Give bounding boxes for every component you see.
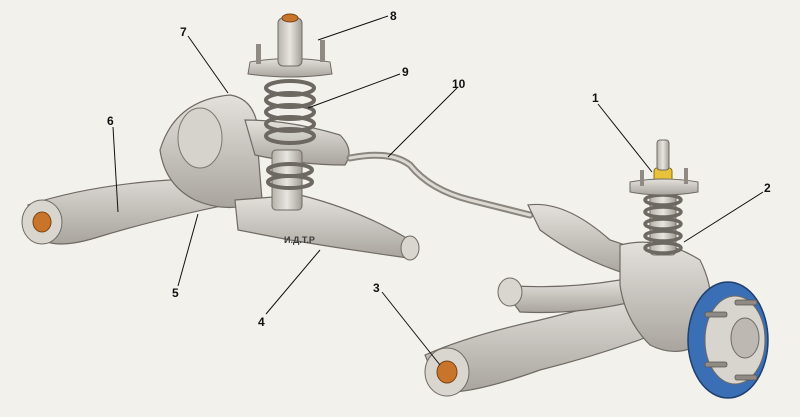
leader-lines (112, 15, 764, 366)
right-trailing-arm (424, 289, 692, 393)
right-top-mount (629, 178, 699, 196)
callout-4: 4 (258, 315, 265, 329)
callout-7: 7 (180, 25, 187, 39)
wheel-studs (704, 299, 758, 381)
left-coil-spring (264, 79, 316, 190)
stabilizer-bar (346, 151, 534, 219)
left-shock-body (271, 149, 303, 211)
callout-3: 3 (373, 281, 380, 295)
callout-2: 2 (764, 181, 771, 195)
left-lower-arm (234, 194, 411, 259)
callout-1: 1 (592, 91, 599, 105)
callout-6: 6 (107, 114, 114, 128)
callout-8: 8 (390, 9, 397, 23)
callout-5: 5 (172, 286, 179, 300)
stamp-text: И.Д.Т.Р (284, 235, 315, 245)
callout-10: 10 (452, 77, 466, 91)
callout-9: 9 (402, 65, 409, 79)
